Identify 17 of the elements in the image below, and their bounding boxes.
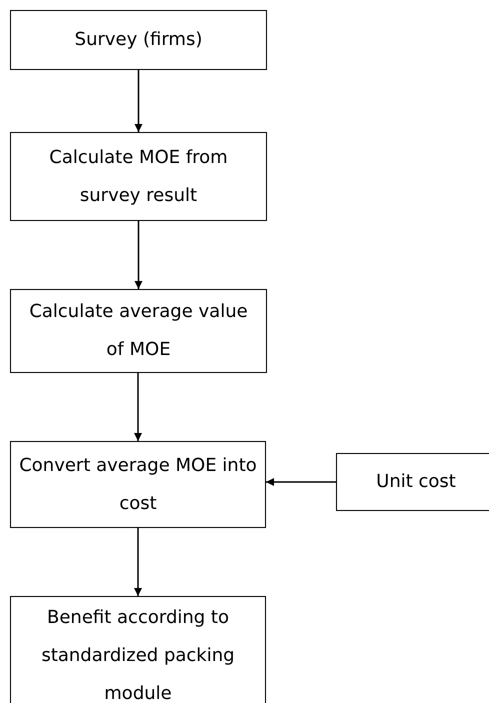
box-text: Calculate MOE from survey result bbox=[48, 146, 229, 208]
arrow bbox=[134, 528, 142, 596]
process-box bbox=[10, 441, 266, 528]
process-box bbox=[10, 289, 267, 373]
process-box bbox=[10, 10, 267, 70]
process-box bbox=[10, 596, 266, 703]
box-text: Calculate average value of MOE bbox=[28, 300, 249, 362]
process-box bbox=[10, 132, 267, 221]
arrow bbox=[134, 221, 142, 289]
arrow bbox=[266, 478, 336, 486]
box-text: Benefit according to standardized packing module bbox=[40, 606, 236, 703]
box-text: Survey (firms) bbox=[74, 28, 204, 52]
box-text: Unit cost bbox=[375, 470, 457, 494]
box-text: Convert average MOE into cost bbox=[18, 454, 258, 516]
arrow bbox=[134, 70, 142, 132]
process-box bbox=[336, 453, 489, 511]
arrow bbox=[134, 373, 142, 441]
